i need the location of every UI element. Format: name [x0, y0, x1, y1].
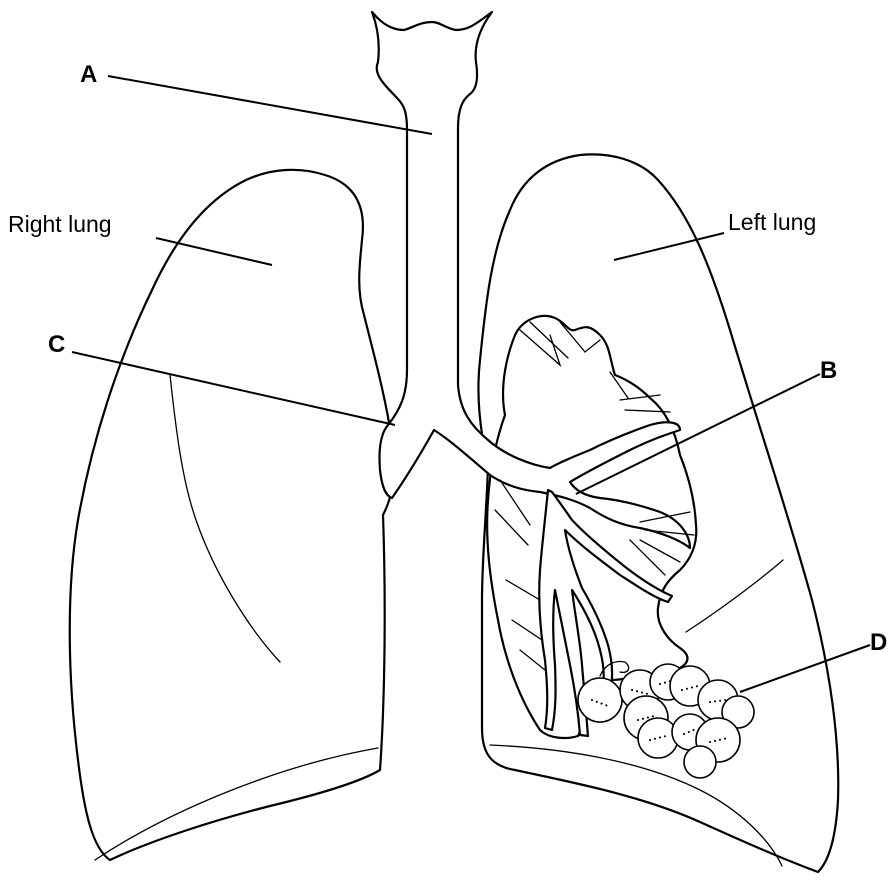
right-lung-fissure [170, 375, 280, 662]
left-lung-base-line [490, 745, 782, 866]
right-lung-outline [70, 170, 392, 860]
label-left-lung: Left lung [728, 209, 816, 235]
label-d: D [870, 629, 887, 656]
leader-d [740, 645, 870, 692]
left-lung-fissure [686, 560, 783, 632]
leader-left-lung [614, 233, 724, 260]
leader-c [72, 352, 395, 425]
alveoli-cluster [578, 664, 754, 778]
label-b: B [820, 357, 837, 384]
label-right-lung: Right lung [8, 211, 112, 237]
label-a: A [80, 61, 97, 88]
right-lung-base-line [95, 748, 378, 860]
label-c: C [48, 331, 65, 358]
